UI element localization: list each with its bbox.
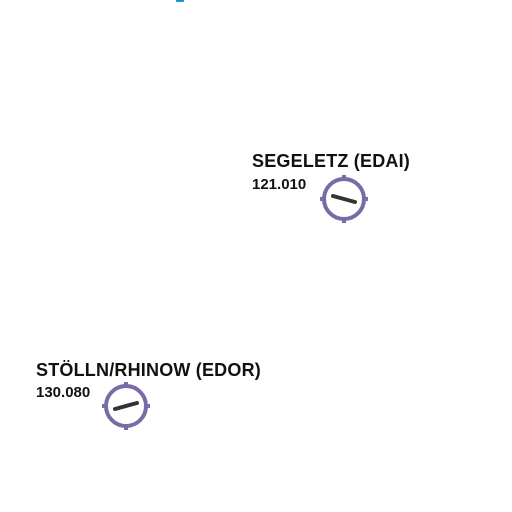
aerodrome-symbol-icon[interactable] — [99, 379, 153, 433]
airfield-name: SEGELETZ (EDAI) — [252, 151, 411, 171]
airfield-name: STÖLLN/RHINOW (EDOR) — [36, 360, 261, 380]
map-symbol-fragment — [176, 0, 184, 2]
airfield-frequency: 121.010 — [252, 176, 307, 193]
aerodrome-symbol-icon[interactable] — [317, 172, 371, 226]
airfield-frequency: 130.080 — [36, 384, 91, 401]
